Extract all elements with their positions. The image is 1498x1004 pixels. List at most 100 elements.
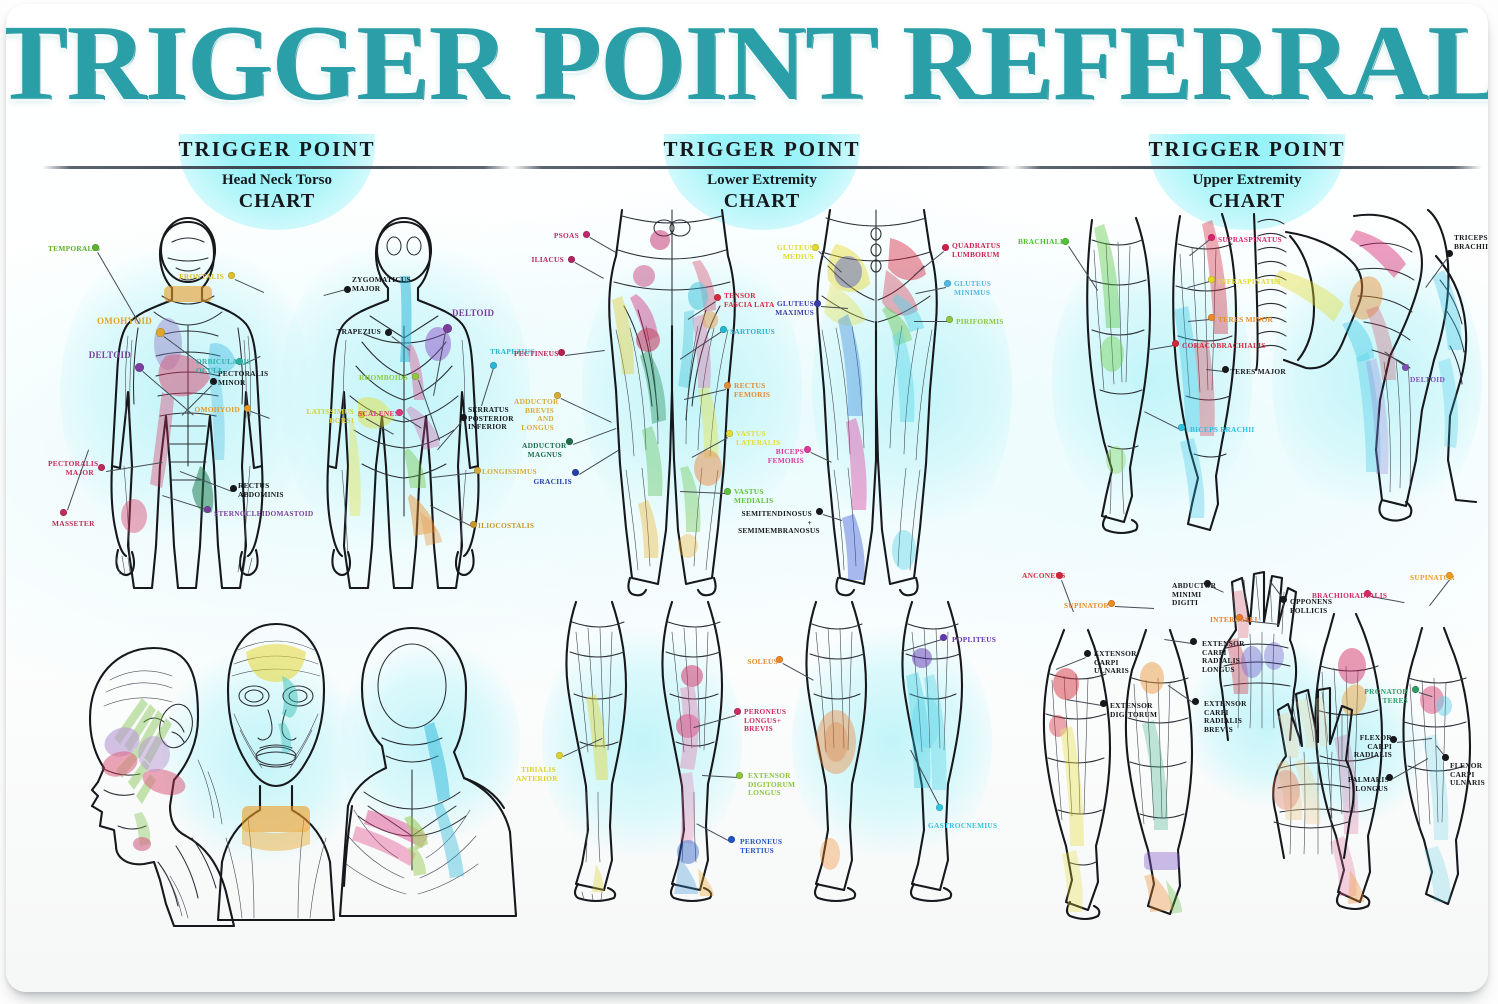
header-eyebrow: TRIGGER POINT: [663, 137, 861, 161]
muscle-label: ANCONEUS: [1022, 571, 1066, 580]
muscle-label: LATISSIMUS DORSI: [306, 407, 354, 425]
header-chart-word: CHART: [1208, 190, 1286, 212]
muscle-label: TENSOR FASCIA LATA: [724, 291, 775, 309]
trigger-point-marker: [724, 382, 731, 389]
subpanel-thigh: [512, 208, 1012, 600]
muscle-label: GLUTEUS MINIMUS: [954, 279, 992, 297]
trigger-point-marker: [1446, 250, 1453, 257]
panel-head-neck-torso: TRIGGER POINT Head Neck Torso CHART: [42, 132, 537, 992]
muscle-label: TRAPEZIUS: [490, 347, 535, 356]
muscle-label: FLEXOR CARPI RADIALIS: [1353, 733, 1392, 760]
muscle-label: TRICEPS BRACHII: [1454, 233, 1488, 251]
subpanel-forearm-hand: [1012, 570, 1482, 992]
trigger-point-marker: [1236, 614, 1243, 621]
trigger-point-marker: [572, 469, 579, 476]
panel-upper-extremity: TRIGGER POINT Upper Extremity CHART: [1012, 132, 1488, 992]
muscle-label: STERNOCLEIDOMASTOID: [214, 509, 314, 518]
muscle-label: GRACILIS: [533, 477, 572, 486]
muscle-label: TIBIALIS ANTERIOR: [516, 765, 558, 783]
muscle-label: PERONEUS LONGUS+ BREVIS: [744, 707, 787, 734]
muscle-label: DELTOID: [1410, 375, 1446, 384]
trigger-point-marker: [228, 272, 235, 279]
figure-lower-leg-posterior: [805, 600, 964, 903]
muscle-label: FRONTALIS: [179, 272, 224, 281]
trigger-point-marker: [1402, 364, 1409, 371]
panel-header: TRIGGER POINT Lower Extremity CHART: [512, 132, 1012, 230]
figure-head-lateral: [88, 646, 236, 928]
trigger-point-marker: [812, 244, 819, 251]
trigger-point-marker: [474, 467, 481, 474]
muscle-label: BRACHIALIS: [1018, 237, 1068, 246]
muscle-label: GASTROCNEMIUS: [928, 821, 998, 830]
muscle-label: EXTENSOR DIGITORUM: [1110, 701, 1158, 719]
panel-figures: [1012, 208, 1482, 992]
muscle-label: VASTUS LATERALIS: [736, 429, 781, 447]
muscle-label: OPPONENS POLLICIS: [1290, 597, 1333, 615]
muscle-label: TRAPEZIUS: [336, 327, 381, 336]
trigger-point-marker: [230, 485, 237, 492]
header-chart-word: CHART: [723, 190, 801, 212]
figure-hips-posterior: [816, 208, 938, 597]
label-leader-line: [914, 321, 948, 322]
muscle-label: TERES MAJOR: [1230, 367, 1286, 376]
muscle-label: ORBICULARIS OCULI: [196, 357, 251, 375]
trigger-point-marker: [566, 438, 573, 445]
header-eyebrow: TRIGGER POINT: [178, 137, 376, 161]
muscle-label: SUPINATOR: [1064, 601, 1110, 610]
muscle-label: GLUTEUS MEDIUS: [776, 243, 814, 261]
trigger-point-marker: [816, 508, 823, 515]
trigger-point-marker: [720, 326, 727, 333]
muscle-label: PRONATOR TERES: [1364, 687, 1408, 705]
trigger-point-marker: [1062, 238, 1069, 245]
muscle-label: FLEXOR CARPI ULNARIS: [1450, 761, 1486, 788]
muscle-label: DELTOID: [452, 308, 495, 318]
trigger-point-marker: [568, 256, 575, 263]
panel-figures: [512, 208, 1012, 992]
muscle-label: ABDUCTOR MINIMI DIGITI: [1172, 581, 1217, 608]
trigger-point-marker: [940, 634, 947, 641]
figure-head-anterior: [216, 622, 336, 922]
header-rule: [512, 166, 1012, 169]
trigger-point-marker: [726, 430, 733, 437]
muscle-label: BRACHIORADIALIS: [1312, 591, 1388, 600]
trigger-point-marker: [156, 328, 165, 337]
muscle-label: RECTUS ABDOMINIS: [238, 481, 284, 499]
trigger-point-marker: [443, 324, 452, 333]
muscle-label: GLUTEUS MAXIMUS: [775, 299, 814, 317]
muscle-label: TERES MINOR: [1218, 315, 1274, 324]
muscle-label: PALMARIS LONGUS: [1348, 775, 1389, 793]
header-subtitle: Head Neck Torso: [221, 172, 332, 188]
figure-shoulder-posterior: [1252, 208, 1478, 522]
trigger-point-marker: [1056, 572, 1063, 579]
trigger-point-marker: [1442, 754, 1449, 761]
panel-header: TRIGGER POINT Upper Extremity CHART: [1012, 132, 1482, 230]
trigger-point-marker: [804, 446, 811, 453]
muscle-label: RHOMBOIDS: [358, 373, 408, 382]
trigger-point-marker: [1204, 580, 1211, 587]
trigger-point-marker: [728, 836, 735, 843]
trigger-point-marker: [1222, 366, 1229, 373]
figure-hand-palmar: [1272, 686, 1355, 860]
poster-plate: TRIGGER POINT REFERRAL TRIGGER POINT Hea…: [6, 4, 1488, 992]
muscle-label: SUPRASPINATUS: [1218, 235, 1282, 244]
muscle-label: SARTORIUS: [730, 327, 775, 336]
trigger-point-marker: [583, 231, 590, 238]
muscle-label: ILIACUS: [531, 255, 564, 264]
muscle-label: RECTUS FEMORIS: [734, 381, 771, 399]
trigger-point-marker: [936, 804, 943, 811]
trigger-point-marker: [412, 373, 419, 380]
trigger-point-marker: [1178, 424, 1185, 431]
figure-lower-leg-anterior: [565, 600, 724, 903]
muscle-label: SEMITENDINOSUS + SEMIMEMBRANOSUS: [738, 509, 820, 536]
header-chart-word: CHART: [238, 190, 316, 212]
panel-header: TRIGGER POINT Head Neck Torso CHART: [42, 132, 512, 230]
muscle-label: DELTOID: [88, 350, 131, 360]
trigger-point-marker: [1280, 596, 1287, 603]
trigger-point-marker: [736, 772, 743, 779]
muscle-label: ILIOCOSTALIS: [478, 521, 535, 530]
muscle-label: POPLITEUS: [952, 635, 997, 644]
trigger-point-marker: [1192, 698, 1199, 705]
trigger-point-marker: [470, 521, 477, 528]
trigger-point-marker: [358, 411, 365, 418]
muscle-label: QUADRATUS LUMBORUM: [952, 241, 1001, 259]
